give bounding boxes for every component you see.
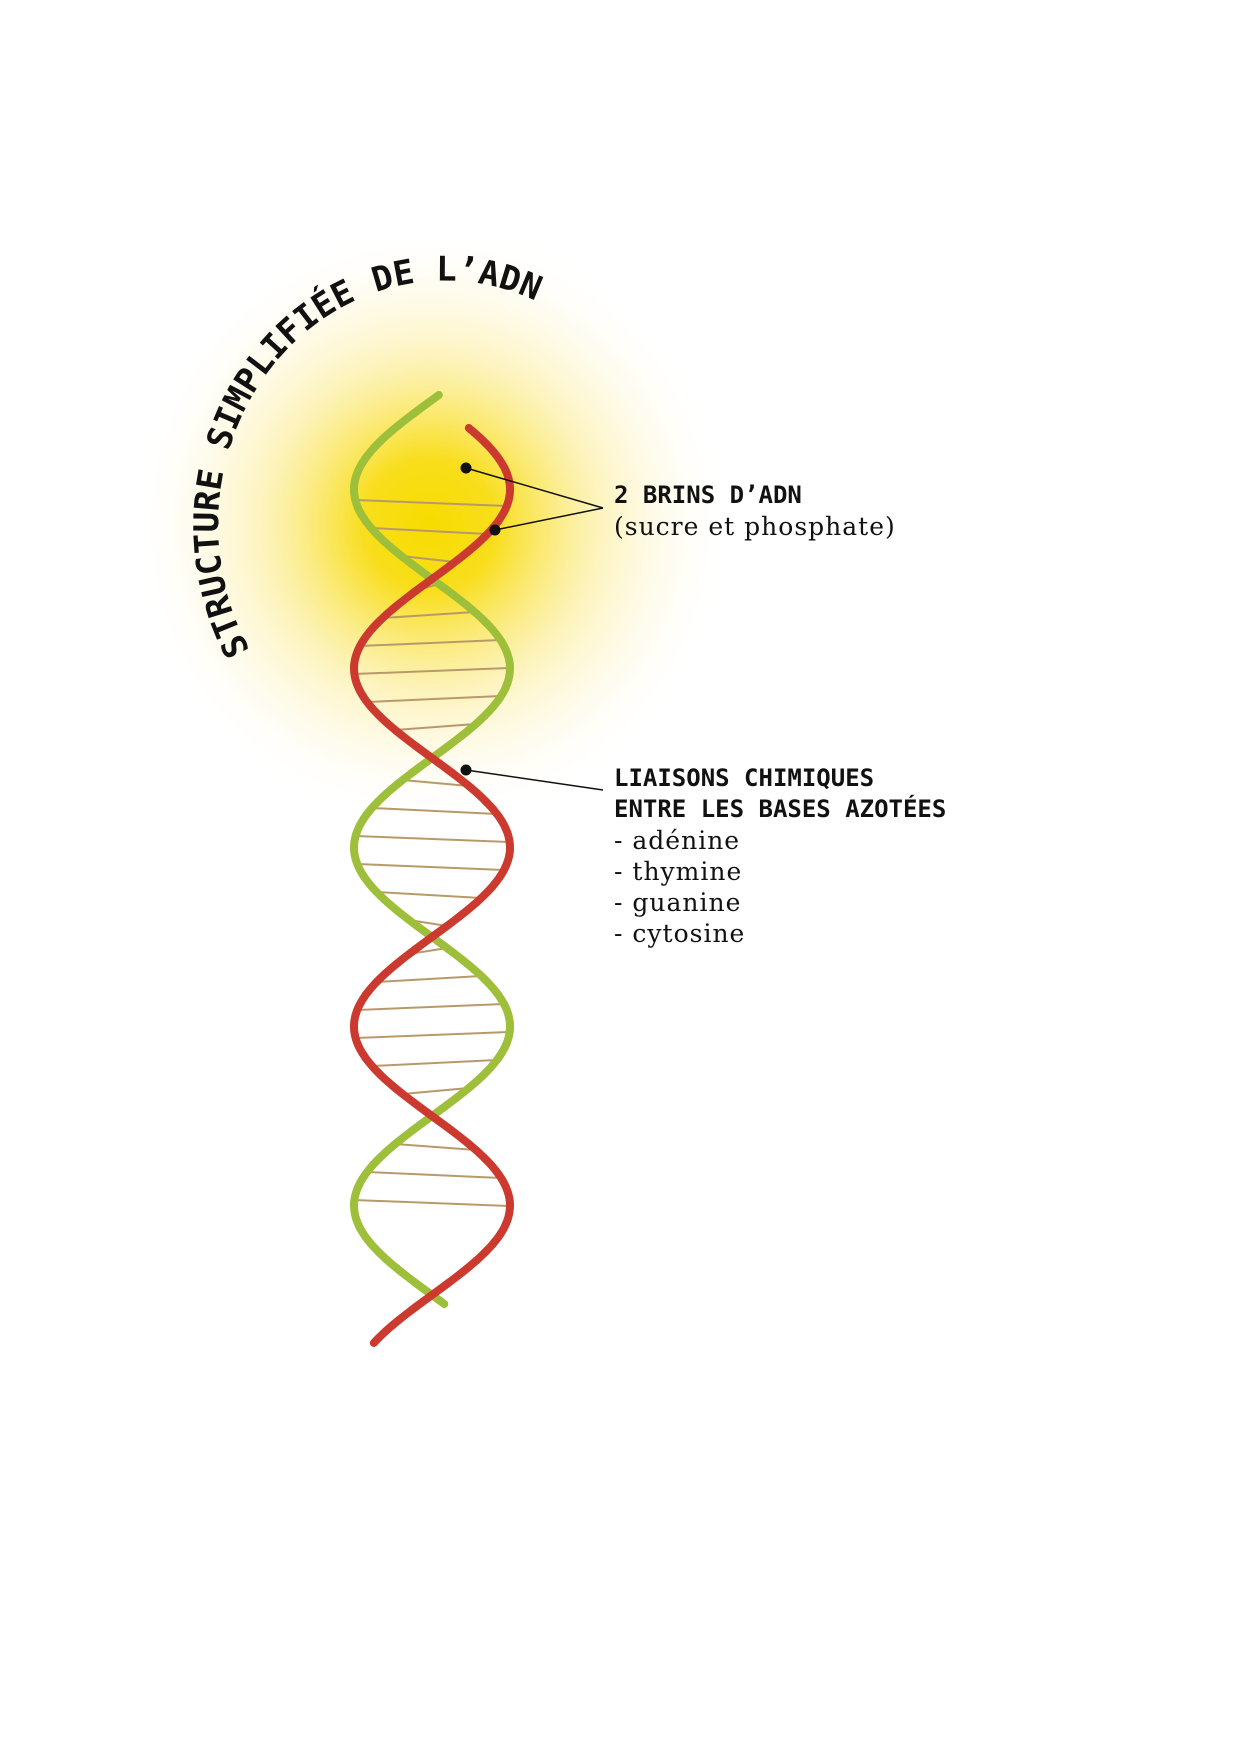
base-pair-rung: [359, 639, 501, 647]
base-item-adenine: - adénine: [614, 826, 741, 855]
base-pair-rung: [402, 779, 469, 787]
base-pair-rung: [371, 807, 497, 815]
leader-line-bonds: [465, 769, 604, 791]
base-pair-rung: [367, 695, 502, 703]
leader-line-red-strand: [494, 507, 604, 531]
base-pair-rung: [376, 975, 482, 983]
yellow-glow: [130, 225, 730, 825]
leader-line-green-strand: [465, 467, 604, 509]
leader-dot-green-strand: [460, 462, 472, 474]
base-pair-rung: [355, 499, 507, 507]
bonds-heading-line1: LIAISONS CHIMIQUES: [614, 764, 875, 792]
base-pair-rung: [395, 723, 476, 731]
strands-label: 2 BRINS D’ADN (sucre et phosphate): [614, 480, 896, 542]
base-pair-rung: [357, 863, 505, 871]
base-pair-rung: [357, 1003, 505, 1011]
bases-list: - adénine - thymine - guanine - cytosine: [614, 825, 946, 949]
base-pair-rung: [354, 1199, 511, 1207]
strands-subtext: (sucre et phosphate): [614, 512, 896, 541]
base-item-thymine: - thymine: [614, 857, 743, 886]
base-pair-rung: [401, 555, 456, 563]
bonds-label: LIAISONS CHIMIQUES ENTRE LES BASES AZOTÉ…: [614, 763, 946, 949]
base-pair-rung: [371, 1059, 497, 1067]
base-pair-rung: [402, 1087, 469, 1095]
base-pair-rungs: [354, 499, 511, 1207]
base-item-cytosine: - cytosine: [614, 919, 746, 948]
leader-dot-red-strand: [489, 524, 501, 536]
base-pair-rung: [376, 891, 482, 899]
dna-strand-green: [349, 391, 515, 1308]
base-pair-rung: [355, 1031, 510, 1039]
base-pair-rung: [382, 611, 475, 619]
base-pair-rung: [354, 667, 511, 675]
leader-dot-bonds: [460, 764, 472, 776]
dna-strand-red: [349, 424, 515, 1347]
base-pair-rung: [367, 1171, 502, 1179]
leader-lines: [465, 467, 604, 791]
strands-heading: 2 BRINS D’ADN: [614, 481, 802, 509]
base-pair-rung: [395, 1143, 476, 1151]
base-item-guanine: - guanine: [614, 888, 742, 917]
base-pair-rung: [371, 527, 488, 535]
bonds-heading-line2: ENTRE LES BASES AZOTÉES: [614, 795, 947, 823]
base-pair-rung: [355, 835, 510, 843]
